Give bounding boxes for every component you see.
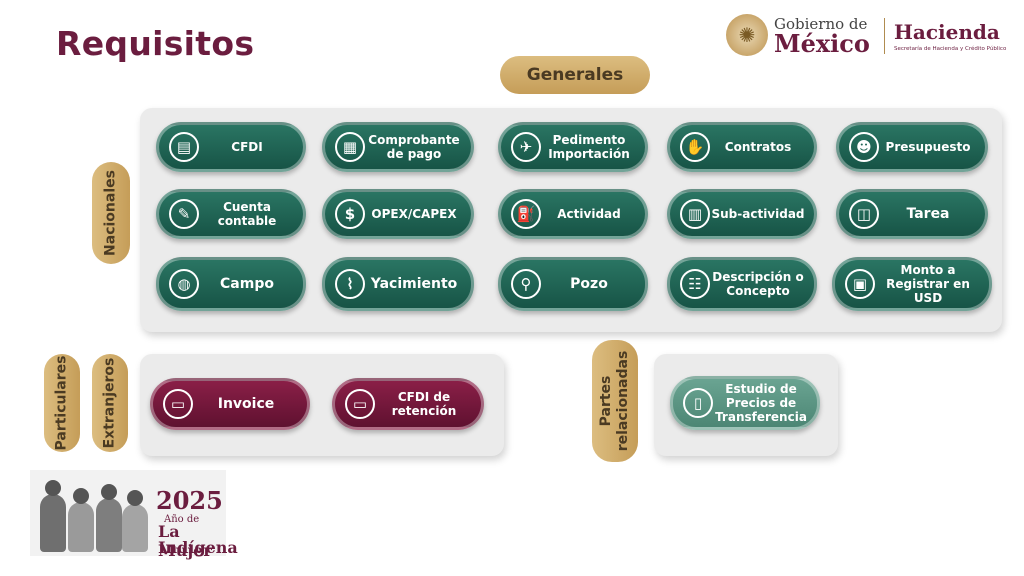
cuenta-contable-button[interactable]: ✎ Cuenta contable — [156, 189, 306, 239]
button-label: Comprobante de pago — [368, 133, 460, 161]
comprobante-de-pago-button[interactable]: ▦Comprobante de pago — [322, 122, 474, 172]
button-label: Cuenta contable — [217, 200, 277, 228]
logo-divider — [884, 18, 885, 54]
year-badge: 2025 Año de La Mujer Indígena — [30, 470, 238, 560]
cash-register-icon: ▦ — [335, 132, 365, 162]
button-label: CFDI — [231, 140, 263, 154]
extranjeros-text: Extranjeros — [101, 357, 118, 449]
pedimento-importación-button[interactable]: ✈Pedimento Importación — [498, 122, 648, 172]
sub-actividad-button[interactable]: ▥Sub-actividad — [667, 189, 817, 239]
presentation-icon: ☷ — [680, 269, 710, 299]
barrel-icon: ◫ — [849, 199, 879, 229]
nacionales-side-label: Nacionales — [92, 162, 130, 264]
button-label: Descripción o Concepto — [712, 270, 804, 298]
hacienda-text: Hacienda — [894, 20, 1000, 44]
credit-card-icon: ▭ — [163, 389, 193, 419]
oil-pump-icon: ⛽ — [511, 199, 541, 229]
partes-side-label: Partes relacionadas — [592, 340, 638, 462]
money-cycle-icon: $ — [335, 199, 365, 229]
pozo-button[interactable]: ⚲ Pozo — [498, 257, 648, 311]
monitor-cash-icon: ▣ — [845, 269, 875, 299]
badge-line2: La Mujer — [158, 522, 212, 560]
badge-year: 2025 — [156, 486, 223, 515]
button-label: Invoice — [217, 396, 275, 412]
nacionales-text: Nacionales — [102, 170, 119, 256]
button-label: Estudio de Precios de Transferencia — [715, 382, 807, 424]
particulares-text: Particulares — [53, 355, 70, 451]
button-label: Pozo — [570, 276, 608, 292]
factory-icon: ▥ — [680, 199, 710, 229]
handshake-icon: ✋ — [680, 132, 710, 162]
button-label: Campo — [220, 276, 274, 292]
globe-icon: ◍ — [169, 269, 199, 299]
button-label: Yacimiento — [370, 276, 458, 292]
head-gear-icon: ☻ — [849, 132, 879, 162]
cfdi-button[interactable]: ▤ CFDI — [156, 122, 306, 172]
mexico-map-icon: ⌇ — [335, 269, 365, 299]
indigenous-women-illustration — [38, 480, 150, 552]
badge-line1: Año de — [164, 514, 200, 525]
estudio-de-precios-de-transferencia-button[interactable]: ▯Estudio de Precios de Transferencia — [670, 376, 820, 430]
button-label: Sub-actividad — [711, 207, 805, 221]
contratos-button[interactable]: ✋ Contratos — [667, 122, 817, 172]
button-label: OPEX/CAPEX — [371, 207, 457, 221]
location-pin-icon: ⚲ — [511, 269, 541, 299]
partes-text: Partes relacionadas — [598, 350, 631, 452]
hacienda-subtitle: Secretaría de Hacienda y Crédito Público — [894, 46, 1007, 52]
tarea-button[interactable]: ◫ Tarea — [836, 189, 988, 239]
button-label: CFDI de retención — [391, 390, 457, 418]
airplane-icon: ✈ — [511, 132, 541, 162]
cfdi-de-retención-button[interactable]: ▭ CFDI de retención — [332, 378, 484, 430]
descripción-o-concepto-button[interactable]: ☷Descripción o Concepto — [667, 257, 817, 311]
yacimiento-button[interactable]: ⌇ Yacimiento — [322, 257, 474, 311]
button-label: Contratos — [724, 140, 792, 154]
document-icon: ▤ — [169, 132, 199, 162]
particulares-side-label: Particulares — [44, 354, 80, 452]
clipboard-icon: ✎ — [169, 199, 199, 229]
presupuesto-button[interactable]: ☻ Presupuesto — [836, 122, 988, 172]
invoice-button[interactable]: ▭ Invoice — [150, 378, 310, 430]
badge-line3: Indígena — [158, 538, 238, 557]
button-label: Presupuesto — [885, 140, 971, 154]
page-title: Requisitos — [56, 24, 255, 63]
button-label: Pedimento Importación — [548, 133, 630, 161]
national-seal-icon: ✺ — [726, 14, 768, 56]
book-icon: ▯ — [683, 388, 713, 418]
actividad-button[interactable]: ⛽ Actividad — [498, 189, 648, 239]
campo-button[interactable]: ◍ Campo — [156, 257, 306, 311]
gobierno-de-text: Gobierno de — [774, 15, 868, 33]
government-logo: ✺ Gobierno de México Hacienda Secretaría… — [726, 12, 1006, 58]
generales-label: Generales — [500, 56, 650, 94]
monto-a-registrar-en-usd-button[interactable]: ▣ Monto a Registrar en USD — [832, 257, 992, 311]
button-label: Monto a Registrar en USD — [886, 263, 970, 305]
mexico-text: México — [774, 29, 870, 58]
button-label: Actividad — [557, 207, 621, 221]
extranjeros-side-label: Extranjeros — [92, 354, 128, 452]
opex-capex-button[interactable]: $ OPEX/CAPEX — [322, 189, 474, 239]
card-check-icon: ▭ — [345, 389, 375, 419]
button-label: Tarea — [906, 206, 950, 222]
